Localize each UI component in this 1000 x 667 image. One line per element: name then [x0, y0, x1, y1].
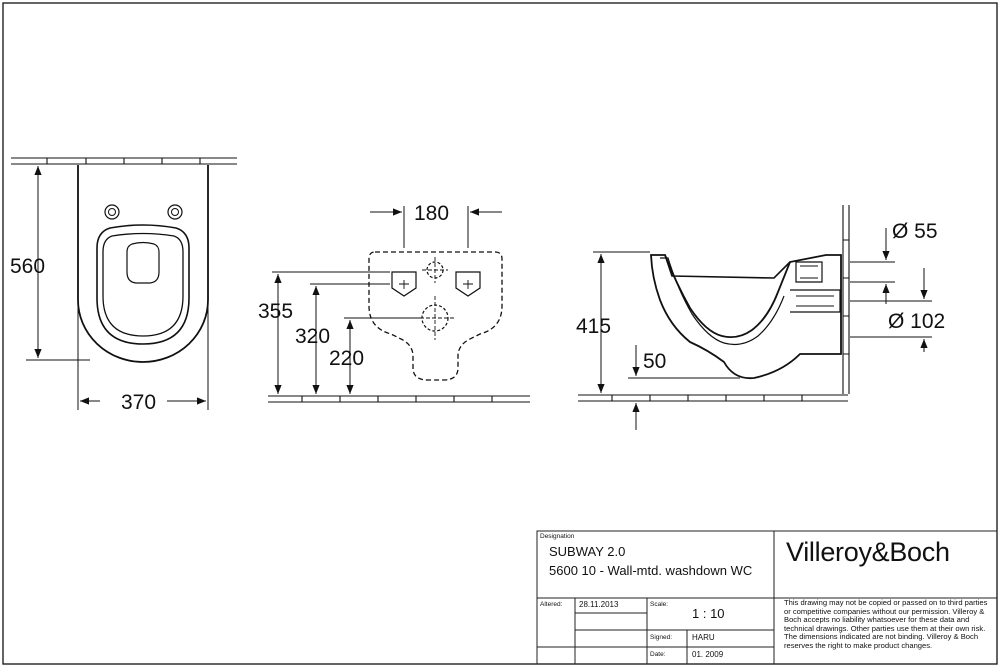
signed-value: HARU [692, 633, 715, 642]
product-name: SUBWAY 2.0 [549, 544, 626, 559]
wall-line-side [842, 205, 850, 394]
seat-inner [102, 232, 184, 337]
scale-value: 1 : 10 [692, 606, 725, 621]
flush-connector [795, 261, 823, 283]
signed-label: Signed: [650, 634, 673, 641]
dim-180: 180 [414, 202, 449, 225]
dim-dia-55: Ø 55 [892, 220, 938, 243]
product-description: 5600 10 - Wall-mtd. washdown WC [549, 563, 753, 578]
altered-value: 28.11.2013 [579, 600, 619, 609]
floor-line-mounting [268, 395, 530, 403]
designation-label: Designation [540, 533, 575, 540]
dim-50: 50 [643, 350, 666, 373]
dim-560: 560 [10, 255, 45, 278]
brand-logo: Villeroy&Boch [786, 537, 950, 567]
dim-415: 415 [576, 315, 611, 338]
disclaimer-text: This drawing may not be copied or passed… [784, 598, 988, 650]
mounting-dimensions [272, 206, 502, 394]
date-label: Date: [650, 651, 666, 658]
dim-dia-102: Ø 102 [888, 310, 945, 333]
dim-220: 220 [329, 347, 364, 370]
hinge-hole-right [167, 204, 183, 220]
mount-plate-left [391, 271, 417, 297]
wc-side-body [650, 254, 842, 380]
floor-line-side [578, 394, 848, 402]
dim-355: 355 [258, 300, 293, 323]
front-view [11, 157, 237, 363]
scale-label: Scale: [650, 601, 669, 608]
hinge-hole-left [104, 204, 120, 220]
front-dimensions [26, 166, 209, 410]
dim-370: 370 [121, 391, 156, 414]
title-block-grid [536, 530, 998, 665]
side-view [578, 205, 850, 402]
date-value: 01. 2009 [692, 650, 724, 659]
mount-plate-right [455, 271, 481, 297]
wall-line-front [11, 157, 237, 165]
dim-320: 320 [295, 325, 330, 348]
bowl-opening [126, 241, 160, 284]
seat-outer [96, 224, 190, 345]
bowl-outline [77, 165, 209, 363]
bracket-outline [368, 251, 503, 381]
altered-label: Altered: [540, 601, 563, 608]
wc-side-inner [664, 254, 791, 279]
side-dimensions [593, 228, 932, 430]
mounting-view [268, 251, 530, 403]
